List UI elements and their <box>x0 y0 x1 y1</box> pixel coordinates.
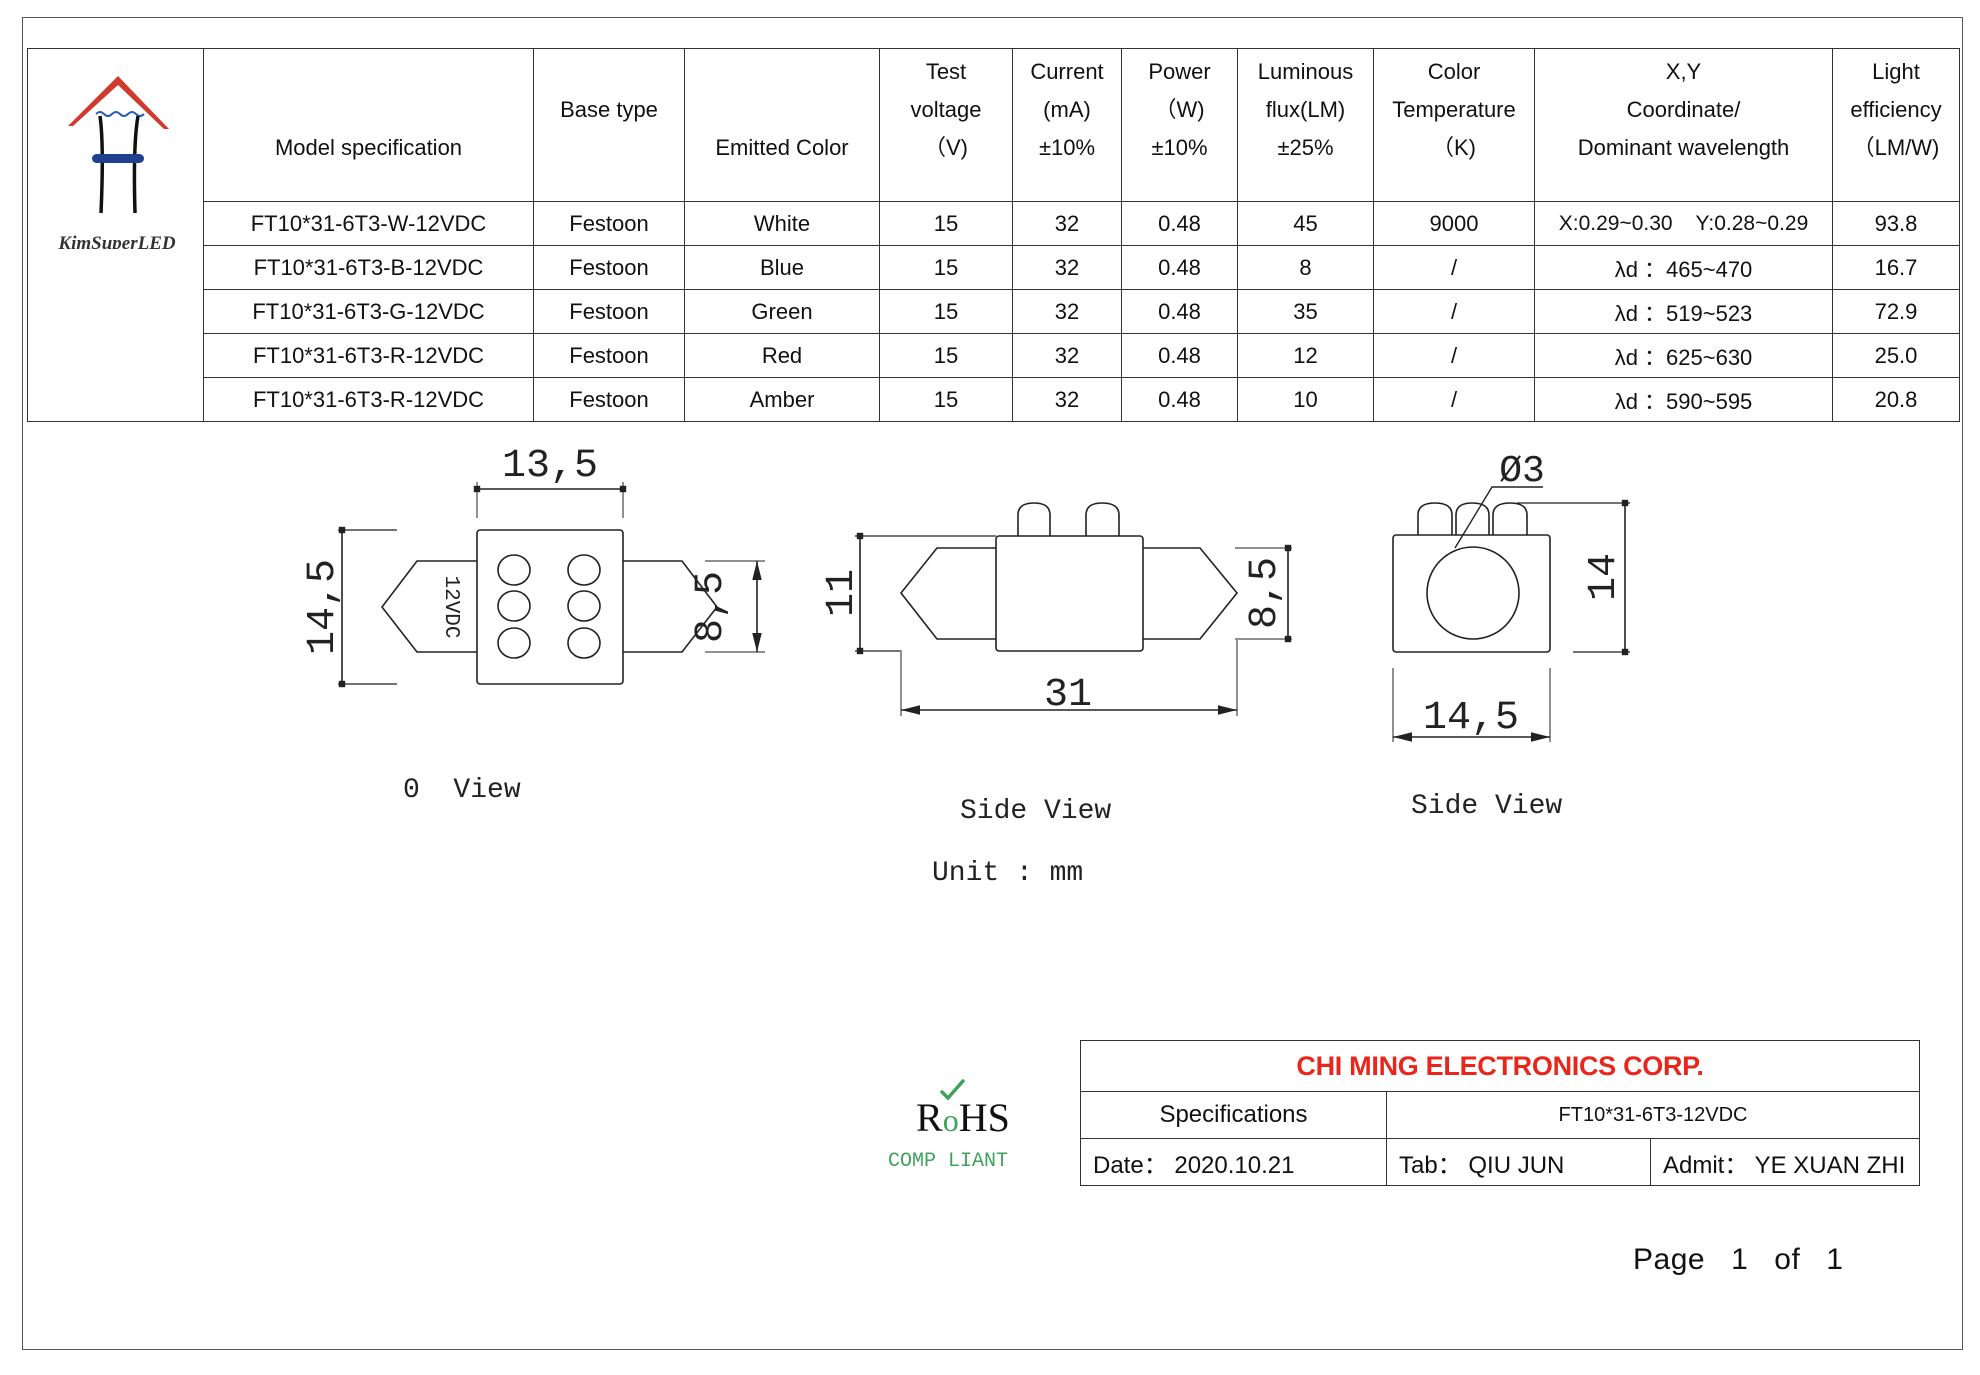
specifications-value: FT10*31-6T3-12VDC <box>1386 1091 1920 1139</box>
cell-power: 0.48 <box>1121 333 1238 378</box>
brand-name: KimSuperLED <box>57 233 175 249</box>
header-base-type: Base type <box>533 48 685 202</box>
cell-luminous-flux: 45 <box>1237 201 1374 246</box>
rohs-compliant-logo: RoHS COMP LIANT <box>888 1079 1010 1173</box>
cell-base-type: Festoon <box>533 333 685 378</box>
cell-xy-coordinate: X:0.29~0.30 Y:0.28~0.29 <box>1534 201 1833 246</box>
cell-test-voltage: 15 <box>879 245 1013 290</box>
date-field: Date： 2020.10.21 <box>1080 1138 1387 1186</box>
cell-test-voltage: 15 <box>879 289 1013 334</box>
cell-color-temperature: / <box>1373 377 1535 422</box>
cell-base-type: Festoon <box>533 201 685 246</box>
table-row: FT10*31-6T3-R-12VDC Festoon Amber 15 32 … <box>28 377 1960 422</box>
page-indicator: Page 1 of 1 <box>1633 1243 1869 1277</box>
cell-power: 0.48 <box>1121 377 1238 422</box>
cell-model: FT10*31-6T3-B-12VDC <box>203 245 534 290</box>
cell-light-efficiency: 93.8 <box>1832 201 1960 246</box>
admit-field: Admit： YE XUAN ZHI <box>1650 1138 1920 1186</box>
cell-emitted-color: White <box>684 201 880 246</box>
cell-model: FT10*31-6T3-G-12VDC <box>203 289 534 334</box>
cell-test-voltage: 15 <box>879 377 1013 422</box>
cell-test-voltage: 15 <box>879 201 1013 246</box>
table-row: FT10*31-6T3-B-12VDC Festoon Blue 15 32 0… <box>28 245 1960 290</box>
specifications-label: Specifications <box>1080 1091 1387 1139</box>
cell-current: 32 <box>1012 201 1122 246</box>
cell-emitted-color: Red <box>684 333 880 378</box>
page-border <box>22 17 1963 1350</box>
led-leg-left-icon <box>98 115 105 214</box>
cell-base-type: Festoon <box>533 377 685 422</box>
cell-test-voltage: 15 <box>879 333 1013 378</box>
cell-base-type: Festoon <box>533 289 685 334</box>
rohs-text: RoHS <box>916 1095 1010 1140</box>
cell-color-temperature: 9000 <box>1373 201 1535 246</box>
kimsuperled-logo: KimSuperLED <box>57 76 176 249</box>
company-name: CHI MING ELECTRONICS CORP. <box>1080 1040 1920 1092</box>
cell-current: 32 <box>1012 333 1122 378</box>
cell-model: FT10*31-6T3-R-12VDC <box>203 333 534 378</box>
cell-light-efficiency: 72.9 <box>1832 289 1960 334</box>
cell-base-type: Festoon <box>533 245 685 290</box>
table-row: FT10*31-6T3-R-12VDC Festoon Red 15 32 0.… <box>28 333 1960 378</box>
header-model-specification: Model specification <box>203 48 534 202</box>
cell-power: 0.48 <box>1121 289 1238 334</box>
led-leg-right-icon <box>132 115 140 214</box>
cell-light-efficiency: 20.8 <box>1832 377 1960 422</box>
logo-cell: KimSuperLED <box>27 48 204 422</box>
cell-luminous-flux: 12 <box>1237 333 1374 378</box>
cell-model: FT10*31-6T3-W-12VDC <box>203 201 534 246</box>
cell-emitted-color: Green <box>684 289 880 334</box>
cell-color-temperature: / <box>1373 245 1535 290</box>
cell-light-efficiency: 25.0 <box>1832 333 1960 378</box>
page-current: 1 <box>1731 1243 1749 1276</box>
header-current: Current(mA)±10% <box>1012 48 1122 202</box>
wave-line-icon <box>95 111 145 117</box>
title-block: CHI MING ELECTRONICS CORP. Specification… <box>1080 1040 1920 1186</box>
page-word: Page <box>1633 1243 1706 1276</box>
cell-emitted-color: Amber <box>684 377 880 422</box>
header-emitted-color: Emitted Color <box>684 48 880 202</box>
cell-current: 32 <box>1012 377 1122 422</box>
cell-power: 0.48 <box>1121 245 1238 290</box>
page-total: 1 <box>1826 1243 1844 1276</box>
table-header-row: KimSuperLED Model specification Base typ… <box>27 48 1960 422</box>
cell-color-temperature: / <box>1373 289 1535 334</box>
cell-color-temperature: / <box>1373 333 1535 378</box>
spec-table: KimSuperLED Model specification Base typ… <box>27 48 1960 422</box>
header-power: Power（W)±10% <box>1121 48 1238 202</box>
cell-dominant-wavelength: λd ：590~595 <box>1534 377 1833 422</box>
led-bar-icon <box>92 154 144 163</box>
cell-current: 32 <box>1012 289 1122 334</box>
cell-dominant-wavelength: λd ：625~630 <box>1534 333 1833 378</box>
cell-luminous-flux: 35 <box>1237 289 1374 334</box>
cell-power: 0.48 <box>1121 201 1238 246</box>
table-row: FT10*31-6T3-G-12VDC Festoon Green 15 32 … <box>28 289 1960 334</box>
cell-model: FT10*31-6T3-R-12VDC <box>203 377 534 422</box>
tab-field: Tab： QIU JUN <box>1386 1138 1651 1186</box>
checkmark-icon <box>940 1079 965 1101</box>
cell-emitted-color: Blue <box>684 245 880 290</box>
table-row: FT10*31-6T3-W-12VDC Festoon White 15 32 … <box>28 201 1960 246</box>
cell-current: 32 <box>1012 245 1122 290</box>
house-roof-icon <box>68 76 169 129</box>
rohs-subtitle: COMP LIANT <box>888 1150 1008 1173</box>
cell-light-efficiency: 16.7 <box>1832 245 1960 290</box>
cell-luminous-flux: 8 <box>1237 245 1374 290</box>
cell-dominant-wavelength: λd ：465~470 <box>1534 245 1833 290</box>
of-word: of <box>1774 1243 1801 1276</box>
cell-dominant-wavelength: λd ：519~523 <box>1534 289 1833 334</box>
cell-luminous-flux: 10 <box>1237 377 1374 422</box>
